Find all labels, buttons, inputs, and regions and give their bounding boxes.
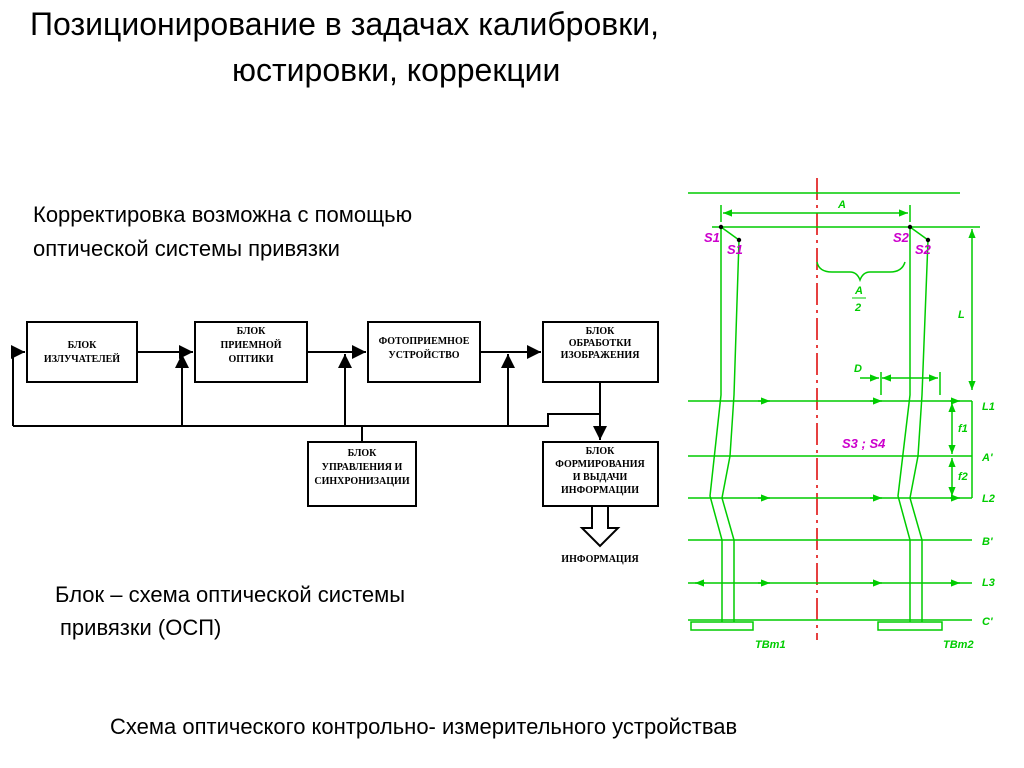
point-s2: [907, 224, 913, 230]
block-forming: [542, 441, 659, 507]
label-s1-prime: S1: [727, 242, 743, 257]
optical-scheme: A A 2 D L L1 A' L2 B' L3 C' f1 f2 TBm1 T…: [688, 178, 995, 651]
control-to-forming: [362, 413, 600, 427]
note-line1: Корректировка возможна с помощью: [33, 202, 413, 227]
label-s1: S1: [704, 230, 720, 245]
left-stand-outer: [709, 227, 723, 622]
label-d: D: [854, 363, 862, 375]
output-arrow: [579, 506, 621, 548]
forming-text-1: БЛОК: [586, 446, 616, 457]
photo-text-2: УСТРОЙСТВО: [388, 349, 459, 361]
right-stand-outer: [897, 227, 911, 622]
forming-text-4: ИНФОРМАЦИИ: [561, 485, 639, 496]
left-base-tbm1: [690, 621, 754, 631]
optics-text-3: ОПТИКИ: [228, 354, 273, 365]
forming-text-2: ФОРМИРОВАНИЯ: [555, 459, 645, 470]
processing-text-1: БЛОК: [586, 326, 616, 337]
label-s2-prime: S2: [915, 242, 932, 257]
control-text-3: СИНХРОНИЗАЦИИ: [314, 476, 409, 487]
optics-text-1: БЛОК: [237, 326, 267, 337]
label-a-half-num: A: [854, 285, 863, 297]
label-b-prime: B': [982, 536, 993, 548]
label-s3-s4: S3 ; S4: [842, 436, 886, 451]
bottom-caption: Схема оптического контрольно- измеритель…: [110, 714, 738, 739]
label-a-half-den: 2: [854, 302, 861, 314]
block-emitters: [26, 321, 138, 383]
control-text-2: УПРАВЛЕНИЯ И: [322, 462, 403, 473]
emitters-text-2: ИЗЛУЧАТЕЛЕЙ: [44, 353, 120, 365]
right-stand-top: [909, 226, 929, 241]
photo-text-1: ФОТОПРИЕМНОЕ: [379, 336, 470, 347]
label-f2: f2: [958, 471, 968, 483]
label-f1: f1: [958, 423, 968, 435]
note-line2: оптической системы привязки: [33, 236, 340, 261]
processing-text-2: ОБРАБОТКИ: [569, 338, 632, 349]
point-s1-prime: [736, 237, 742, 243]
dim-a-half-brace: [816, 261, 906, 283]
label-tbm2: TBm2: [943, 639, 974, 651]
right-stand-inner: [909, 239, 929, 622]
label-c-prime: C': [982, 616, 993, 628]
label-l2: L2: [982, 493, 995, 505]
label-a: A: [837, 199, 846, 211]
caption-line1: Блок – схема оптической системы: [55, 582, 406, 607]
page-title-line1: Позиционирование в задачах калибровки,: [30, 6, 660, 42]
forming-text-3: И ВЫДАЧИ: [573, 472, 628, 483]
point-s1: [718, 224, 724, 230]
caption-line2: привязки (ОСП): [60, 615, 222, 640]
page-title-line2: юстировки, коррекции: [232, 52, 561, 88]
optics-text-2: ПРИЕМНОЙ: [220, 339, 281, 351]
label-a-prime: A': [981, 452, 993, 464]
left-stand-top: [720, 226, 740, 241]
block-diagram: [11, 321, 659, 548]
output-label: ИНФОРМАЦИЯ: [561, 554, 639, 565]
emitters-text-1: БЛОК: [68, 340, 98, 351]
label-l: L: [958, 309, 965, 321]
processing-text-3: ИЗОБРАЖЕНИЯ: [561, 350, 641, 361]
label-s2: S2: [893, 230, 910, 245]
point-s2-prime: [925, 237, 931, 243]
label-tbm1: TBm1: [755, 639, 786, 651]
control-text-1: БЛОК: [348, 448, 378, 459]
label-l1: L1: [982, 401, 995, 413]
left-stand-inner: [721, 239, 740, 622]
right-base-tbm2: [877, 621, 943, 631]
label-l3: L3: [982, 577, 995, 589]
